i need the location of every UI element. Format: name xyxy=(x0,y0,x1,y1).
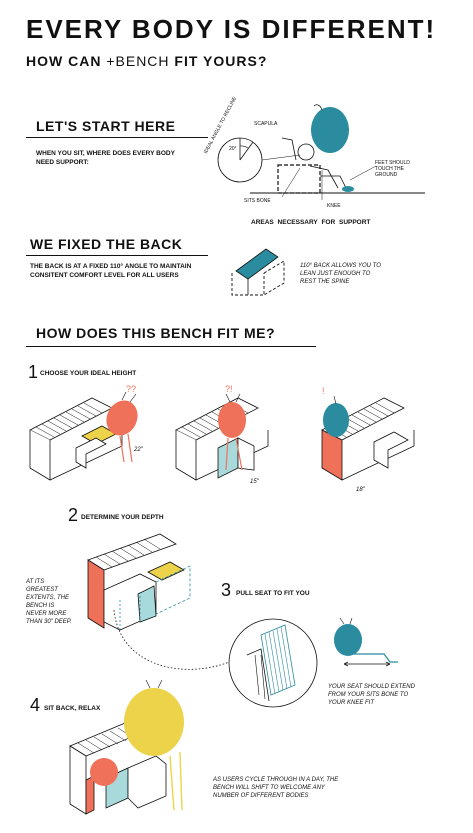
teal-figure-head xyxy=(311,107,349,153)
step-1-mark-c: ! xyxy=(322,386,325,396)
step-1-number: 1 xyxy=(28,362,39,382)
support-areas-diagram xyxy=(217,104,425,200)
dotted-callout-arc xyxy=(113,609,235,670)
page-subtitle: HOW CAN +BENCH FIT YOURS? xyxy=(26,53,268,69)
bench-depth-illustration xyxy=(87,533,191,631)
step-2-note: AT ITS GREATEST EXTENTS, THE BENCH IS NE… xyxy=(26,579,72,625)
step-4-number: 4 xyxy=(30,695,41,715)
divider xyxy=(26,255,208,256)
coral-figure-head xyxy=(218,402,246,438)
back-note: 110° BACK ALLOWS YOU TO LEAN JUST ENOUGH… xyxy=(300,263,381,285)
seat-extent-diagram xyxy=(334,617,398,667)
support-caption: AREAS NECESSARY FOR SUPPORT xyxy=(251,219,371,226)
section-heading-back: WE FIXED THE BACK xyxy=(30,236,183,252)
label-angle-value: 20° xyxy=(229,146,237,152)
step-4-note: AS USERS CYCLE THROUGH IN A DAY, THE BEN… xyxy=(213,777,339,799)
section-heading-fit: HOW DOES THIS BENCH FIT ME? xyxy=(36,325,276,341)
step-1-dim-b: 15" xyxy=(250,479,259,485)
step-1-mark-a: ?? xyxy=(126,384,137,394)
seat-slider-detail xyxy=(228,618,318,708)
teal-figure-head xyxy=(334,624,362,656)
step-1-mark-b: ?! xyxy=(225,384,233,394)
step-3-label: PULL SEAT TO FIT YOU xyxy=(236,590,310,597)
brand-name: BENCH xyxy=(115,53,170,69)
coral-figure-head xyxy=(106,400,138,436)
step-1-dim-a: 22" xyxy=(134,447,143,453)
label-sits-bone: SITS BONE xyxy=(244,198,271,204)
bench-height-illustration-2 xyxy=(175,393,269,481)
divider xyxy=(26,137,208,138)
bench-relax-illustration xyxy=(69,679,184,815)
bench-height-illustration-1 xyxy=(29,391,138,481)
divider xyxy=(26,346,316,347)
bench-height-illustration-3 xyxy=(321,395,415,481)
yellow-figure-head xyxy=(124,688,184,756)
step-2-label: DETERMINE YOUR DEPTH xyxy=(81,514,164,521)
teal-figure-head xyxy=(323,403,349,437)
section1-body: WHEN YOU SIT, WHERE DOES EVERY BODY NEED… xyxy=(36,150,175,166)
label-scapula: SCAPULA xyxy=(254,121,278,127)
step-4-label: SIT BACK, RELAX xyxy=(44,705,101,712)
section2-body: THE BACK IS AT A FIXED 110° ANGLE TO MAI… xyxy=(30,263,192,279)
step-1-dim-c: 18" xyxy=(356,487,365,493)
step-1-label: CHOOSE YOUR IDEAL HEIGHT xyxy=(40,370,137,377)
section-heading-start: LET'S START HERE xyxy=(36,118,176,134)
step-2-number: 2 xyxy=(68,505,79,525)
step-3-note: YOUR SEAT SHOULD EXTEND FROM YOUR SITS B… xyxy=(328,684,415,706)
label-knee: KNEE xyxy=(327,203,341,209)
step-3-number: 3 xyxy=(221,580,232,600)
coral-figure-head xyxy=(90,758,118,786)
label-feet-ground: FEET SHOULD TOUCH THE GROUND xyxy=(375,160,410,178)
page-title: EVERY BODY IS DIFFERENT! xyxy=(26,14,437,44)
back-angle-diagram xyxy=(231,248,285,296)
